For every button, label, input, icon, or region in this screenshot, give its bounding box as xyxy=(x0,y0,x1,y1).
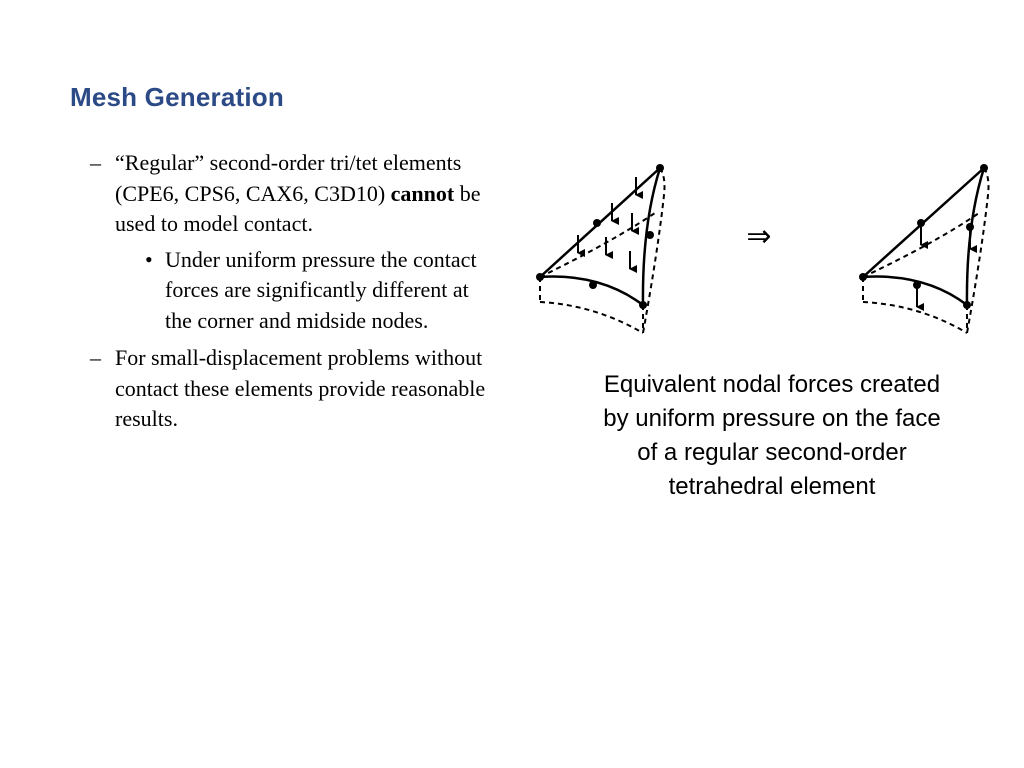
slide-title: Mesh Generation xyxy=(70,82,284,112)
dash-marker: – xyxy=(90,345,101,370)
tet-element-figure: ⇒ xyxy=(530,155,1005,345)
right-tet-element xyxy=(862,167,990,334)
implies-symbol: ⇒ xyxy=(746,219,771,254)
sub-bullet-text: Under uniform pressure the contact force… xyxy=(165,246,477,333)
sub-bullet-uniform-pressure: • Under uniform pressure the contact for… xyxy=(90,245,490,337)
bullet-strong-text: cannot xyxy=(390,180,455,206)
left-tet-element xyxy=(539,167,666,334)
figure-caption: Equivalent nodal forces created by unifo… xyxy=(603,371,941,500)
left-pressure-arrows xyxy=(577,177,643,273)
left-nodes xyxy=(536,164,664,309)
bullet-text: For small-displacement problems without … xyxy=(115,345,486,431)
force-diagram: ⇒ xyxy=(536,164,990,334)
bullet-text-before: “Regular” second-order tri/tet elements … xyxy=(115,150,462,206)
right-nodes xyxy=(859,164,988,309)
bullet-item-regular-elements: – “Regular” second-order tri/tet element… xyxy=(90,148,490,240)
dash-marker: – xyxy=(90,150,101,175)
right-nodal-force-arrows xyxy=(916,225,977,311)
bullet-item-small-displacement: – For small-displacement problems withou… xyxy=(90,343,490,435)
bullet-list: – “Regular” second-order tri/tet element… xyxy=(90,148,490,435)
dot-marker: • xyxy=(145,246,153,272)
bullet-text-after: be used to model contact. xyxy=(115,180,481,237)
